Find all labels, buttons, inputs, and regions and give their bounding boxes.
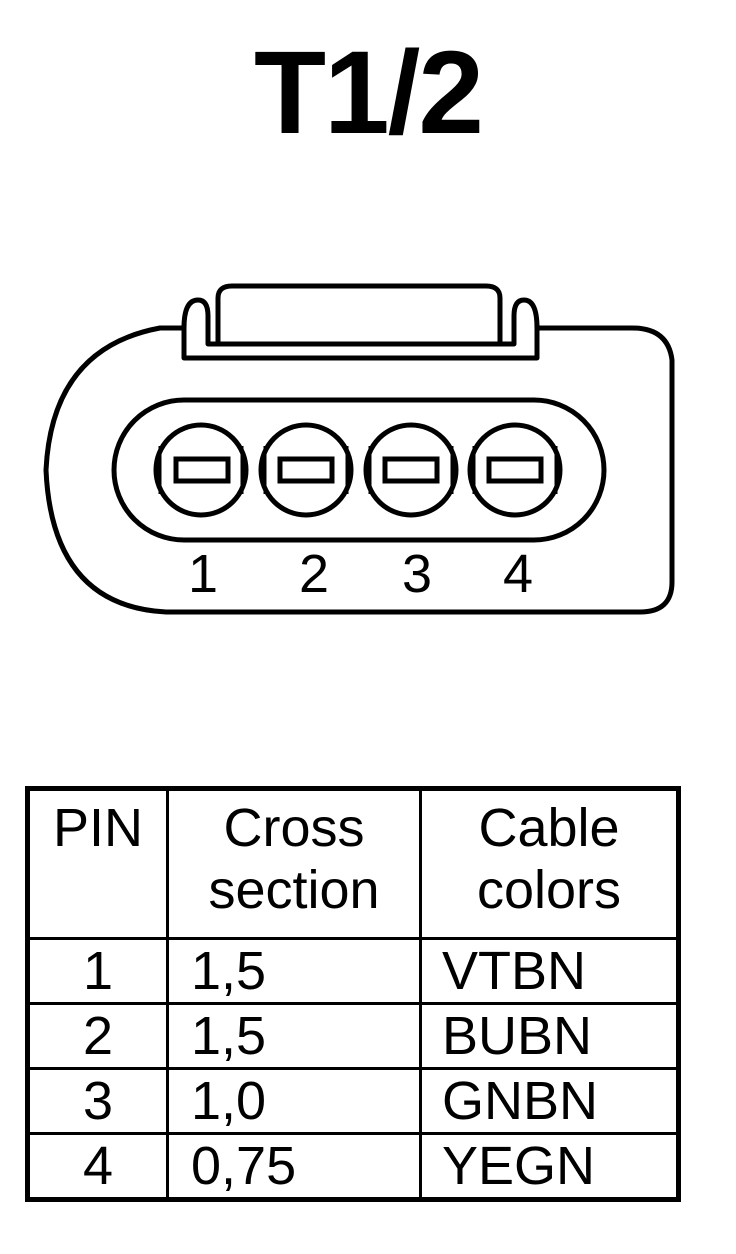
table-header-row: PIN Cross section Cable colors (26, 787, 680, 940)
connector-diagram: 1 2 3 4 (43, 283, 675, 615)
cell-cross-section: 1,5 (166, 937, 422, 1005)
cell-cross-section: 1,5 (166, 1002, 422, 1070)
header-cable-colors-line-1: Cable (478, 798, 620, 858)
pin-3 (363, 422, 459, 518)
locking-tab (181, 283, 540, 347)
connector-title: T1/2 (253, 27, 484, 159)
header-cross-section: Cross section (166, 787, 422, 940)
connector-housing (43, 325, 675, 615)
pin-cavity (111, 397, 607, 543)
header-cross-section-line-2: section (208, 860, 380, 920)
table-row: 1 1,5 VTBN (26, 937, 680, 1005)
cell-cable-color: YEGN (419, 1132, 680, 1201)
header-cable-colors-line-2: colors (476, 860, 622, 920)
cell-cable-color: VTBN (419, 937, 680, 1005)
table-row: 2 1,5 BUBN (26, 1002, 680, 1070)
pin-1 (153, 422, 249, 518)
header-cable-colors: Cable colors (419, 787, 680, 940)
cell-cable-color: GNBN (419, 1067, 680, 1135)
cell-pin: 3 (26, 1067, 169, 1135)
header-cross-section-line-1: Cross (223, 798, 365, 858)
table-row: 3 1,0 GNBN (26, 1067, 680, 1135)
cell-cable-color: BUBN (419, 1002, 680, 1070)
pin-4 (467, 422, 563, 518)
pin-label-2: 2 (299, 544, 329, 604)
pin-label-1: 1 (188, 544, 218, 604)
header-pin: PIN (26, 787, 169, 940)
pin-label-3: 3 (402, 544, 432, 604)
cell-pin: 4 (26, 1132, 169, 1201)
table-row: 4 0,75 YEGN (26, 1132, 680, 1201)
pin-2 (258, 422, 354, 518)
cell-cross-section: 1,0 (166, 1067, 422, 1135)
pin-assignment-table: PIN Cross section Cable colors 1 1,5 VTB… (25, 786, 681, 1202)
cell-pin: 2 (26, 1002, 169, 1070)
cell-cross-section: 0,75 (166, 1132, 422, 1201)
cell-pin: 1 (26, 937, 169, 1005)
pin-label-4: 4 (503, 544, 533, 604)
